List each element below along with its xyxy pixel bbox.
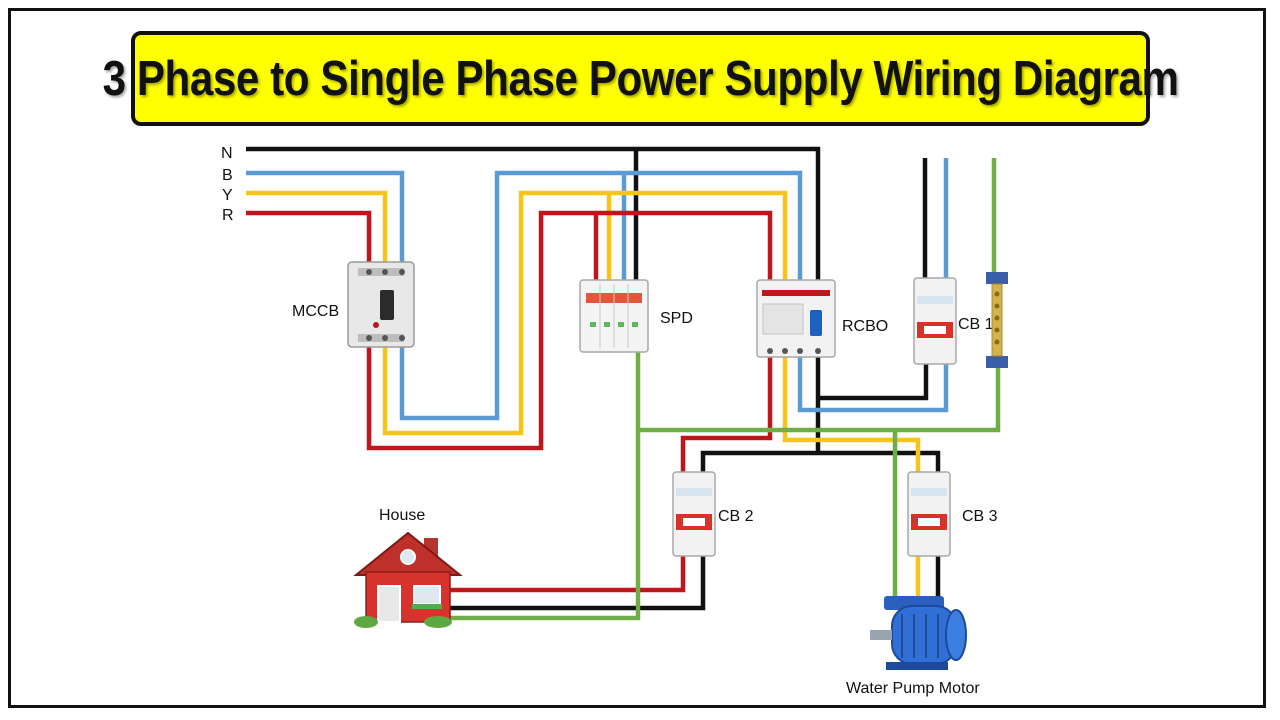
wires <box>246 146 1001 621</box>
rcbo-device: RCBO <box>756 279 888 358</box>
diagram-frame <box>8 8 1266 708</box>
motor-label: Water Pump Motor <box>846 680 980 697</box>
wire-blue-in <box>246 170 405 265</box>
wire-earth-spd <box>440 345 641 621</box>
earth-busbar <box>986 272 1008 368</box>
wire-red-house <box>448 550 686 593</box>
wire-blue-rcbo-out <box>797 355 949 413</box>
wire-neutral-to-cb1 <box>818 360 929 401</box>
supply-label-r: R <box>222 207 234 224</box>
cb3-label: CB 3 <box>962 508 998 525</box>
wire-yellow-mccb-out <box>382 190 788 436</box>
supply-label-b: B <box>222 167 233 184</box>
wire-blue-mccb-out <box>399 170 803 421</box>
mccb-label: MCCB <box>292 303 339 320</box>
supply-labels: N B Y R <box>221 145 234 224</box>
mccb-device: MCCB <box>292 261 415 348</box>
cb3-device: CB 3 <box>907 471 998 557</box>
wire-red-mccb-out <box>366 210 773 451</box>
rcbo-label: RCBO <box>842 318 888 335</box>
wire-neutral-to-cb2-cb3 <box>700 450 941 480</box>
cb2-device: CB 2 <box>672 471 754 557</box>
wire-neutral-house <box>448 550 706 611</box>
house-label: House <box>379 507 425 524</box>
page-title: 3 Phase to Single Phase Power Supply Wir… <box>102 51 1179 106</box>
cb2-label: CB 2 <box>718 508 754 525</box>
motor-icon: Water Pump Motor <box>846 596 980 697</box>
cb1-device: CB 1 <box>913 277 994 365</box>
wire-yellow-rcbo-out <box>782 355 921 480</box>
wire-red-rcbo-out <box>680 355 773 480</box>
cb1-label: CB 1 <box>958 316 994 333</box>
wire-yellow-in <box>246 190 388 265</box>
title-banner: 3 Phase to Single Phase Power Supply Wir… <box>103 31 1179 126</box>
supply-label-n: N <box>221 145 233 162</box>
wire-red-in <box>246 210 372 265</box>
wire-earth-bus <box>638 368 1001 433</box>
spd-device: SPD <box>579 279 693 353</box>
supply-label-y: Y <box>222 187 233 204</box>
house-icon: House <box>353 507 463 628</box>
wire-neutral-mccb <box>246 146 821 283</box>
spd-label: SPD <box>660 310 693 327</box>
